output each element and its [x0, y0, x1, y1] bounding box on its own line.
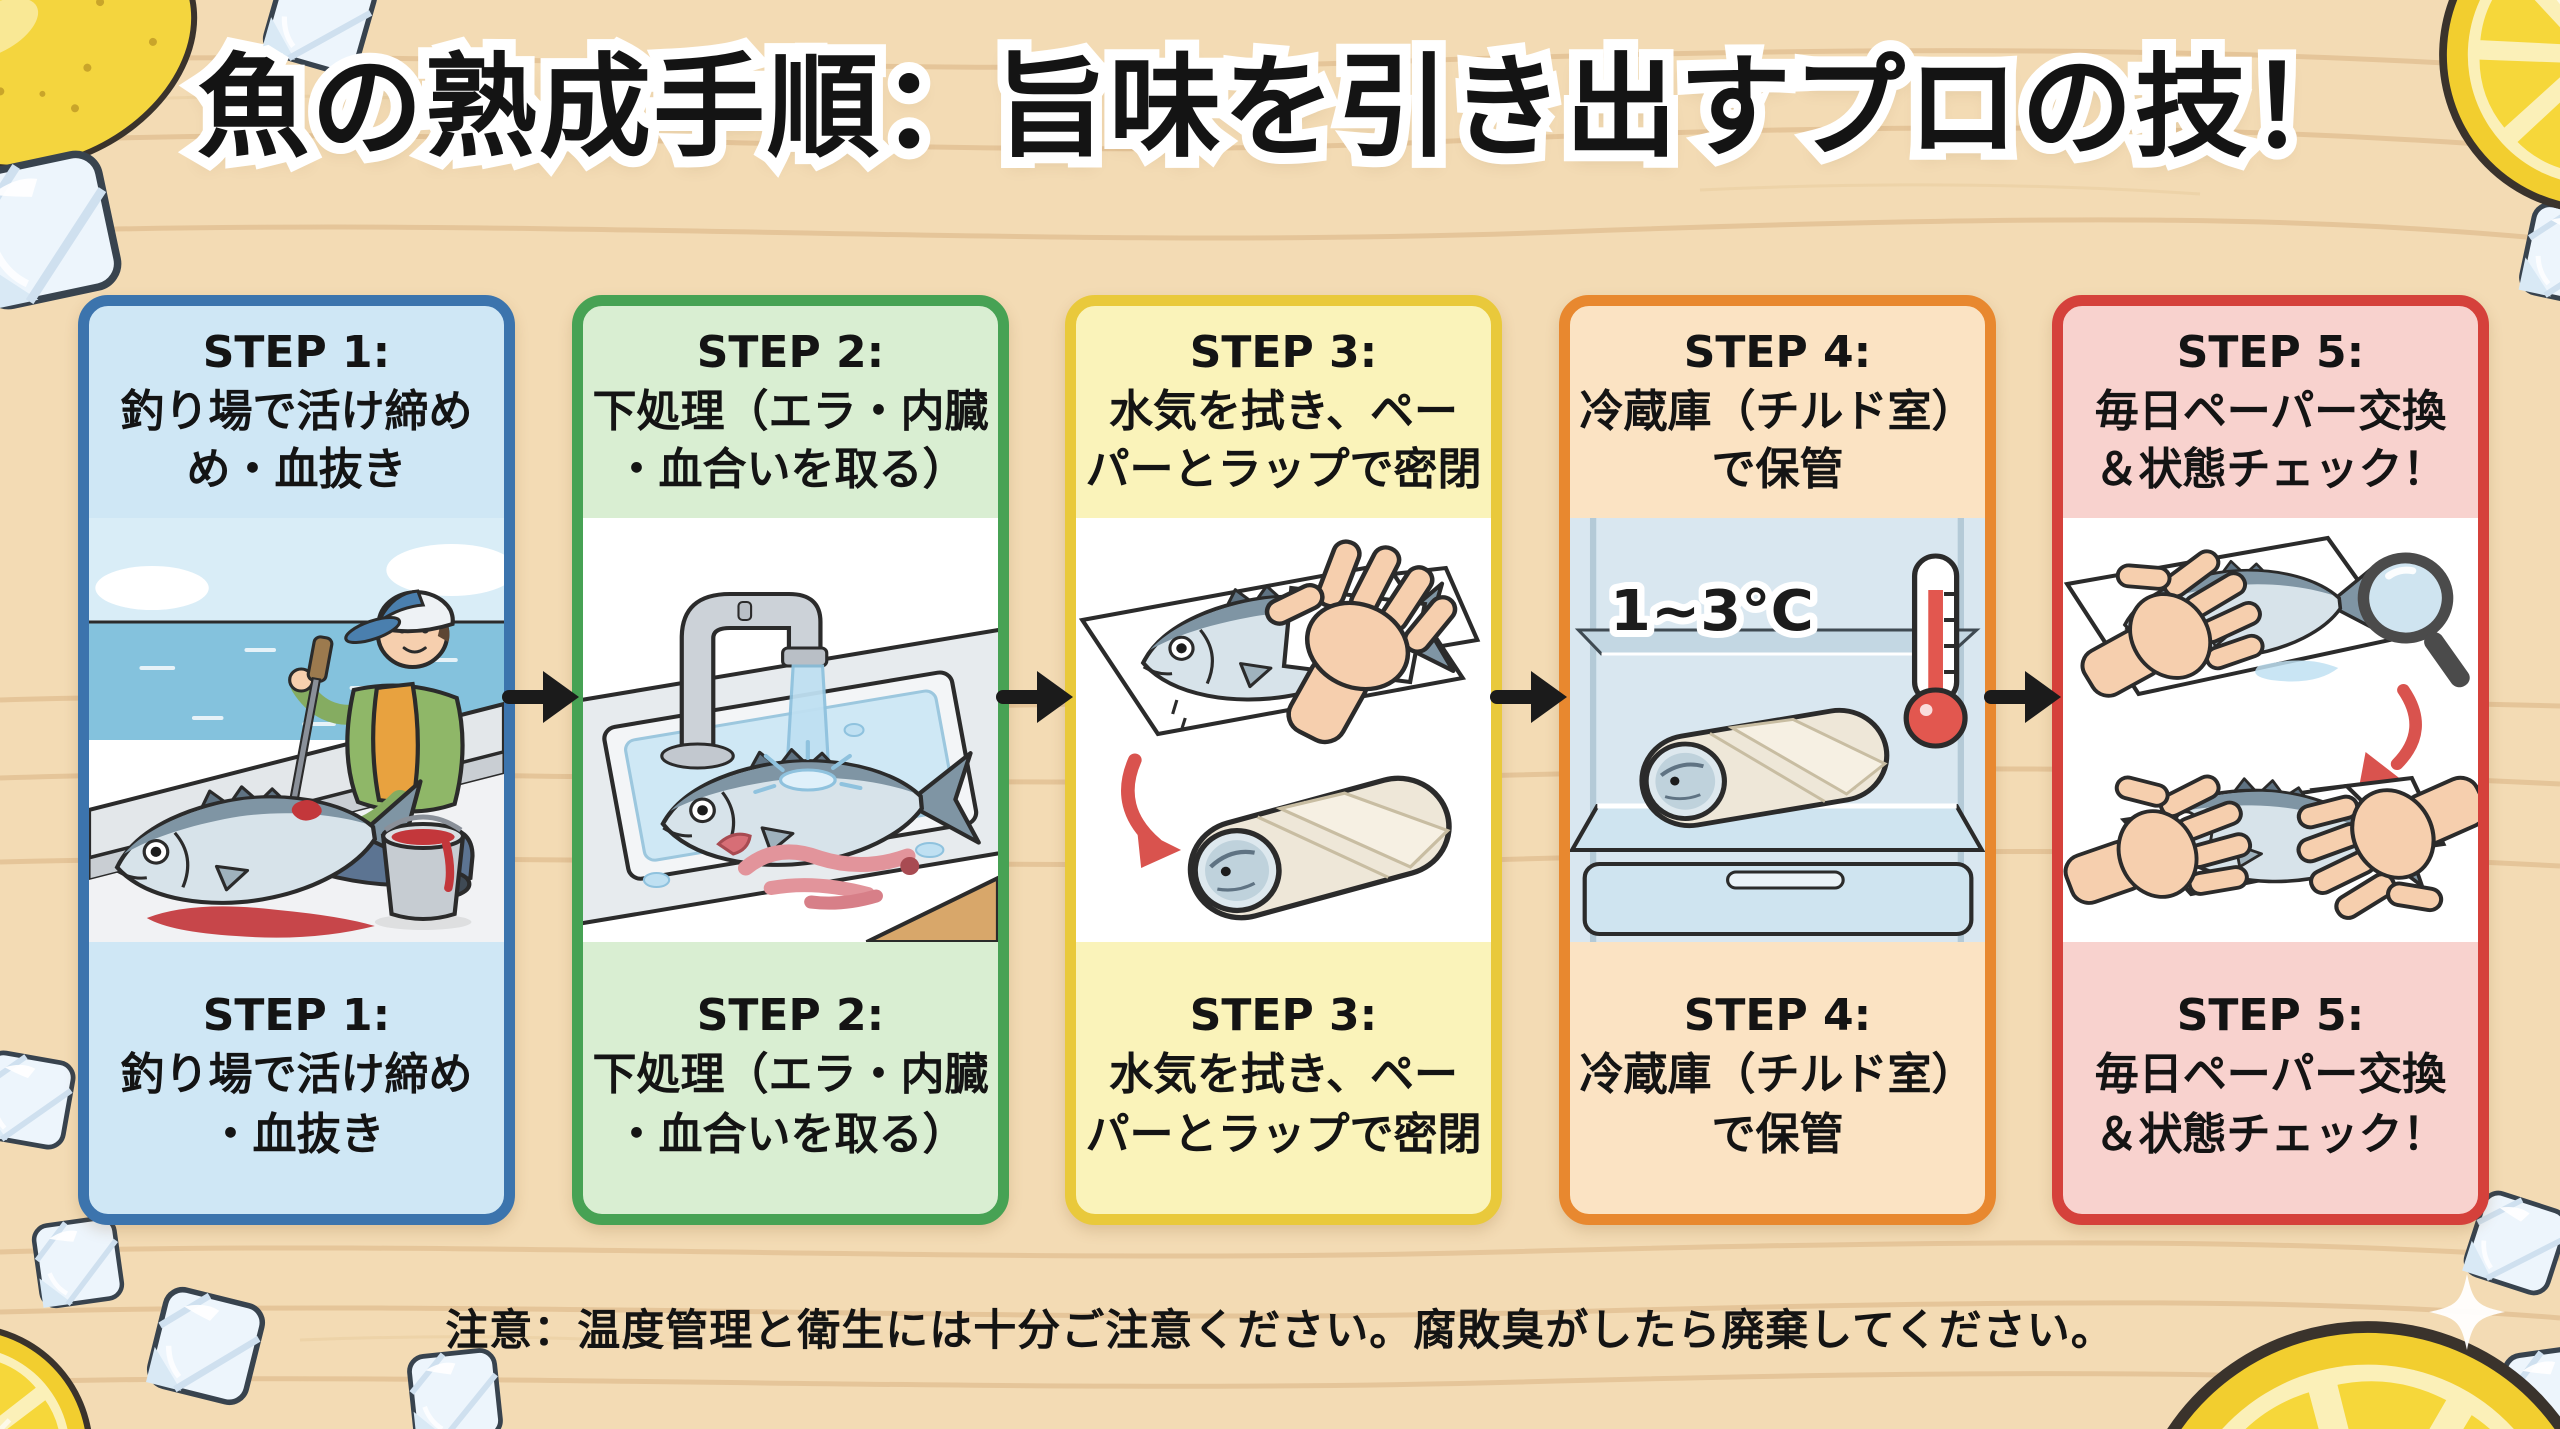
step3-header: STEP 3: 水気を拭き、ペー パーとラップで密閉 — [1085, 327, 1482, 496]
step3-card: STEP 3: 水気を拭き、ペー パーとラップで密閉 STEP 3: 水気を拭き… — [1065, 295, 1502, 1225]
step3-illustration — [1076, 518, 1491, 942]
wrapped-fish-roll — [1179, 767, 1461, 929]
chilled-drawer — [1582, 862, 1974, 936]
removed-guts — [716, 832, 920, 910]
left-hand — [2063, 740, 2270, 942]
step5-caption: STEP 5: 毎日ペーパー交換 ＆状態チェック！ — [2094, 989, 2447, 1160]
page-title-text: 魚の熟成手順：旨味を引き出すプロの技！ — [197, 43, 2363, 173]
step2-illustration — [583, 518, 998, 942]
magnifier-icon — [2357, 552, 2470, 688]
blood-puddle — [146, 906, 375, 938]
step5-illustration — [2063, 518, 2478, 942]
step4-illustration: 1~3°C — [1570, 518, 1985, 942]
step2-header: STEP 2: 下処理（エラ・内臓 ・血合いを取る） — [592, 327, 989, 496]
moisture-stain — [2255, 660, 2339, 682]
step1-header: STEP 1: 釣り場で活け締め め・血抜き — [120, 327, 473, 496]
flow-arrow-icon — [996, 671, 1073, 723]
step2-card: STEP 2: 下処理（エラ・内臓 ・血合いを取る） — [572, 295, 1009, 1225]
step2-caption: STEP 2: 下処理（エラ・内臓 ・血合いを取る） — [592, 989, 989, 1160]
step4-card: STEP 4: 冷蔵庫（チルド室） で保管 1~3° — [1559, 295, 1996, 1225]
flow-arrow-icon — [502, 671, 579, 723]
step1-illustration — [89, 518, 504, 942]
step5-header: STEP 5: 毎日ペーパー交換 ＆状態チェック！ — [2094, 327, 2447, 496]
step1-caption: STEP 1: 釣り場で活け締め ・血抜き — [120, 989, 473, 1160]
ice-cube-icon — [32, 1216, 123, 1307]
thermometer-icon — [1903, 553, 1968, 749]
water-splash — [753, 740, 863, 794]
blood-bucket — [374, 814, 472, 930]
flow-arrow-icon — [1490, 671, 1567, 723]
step3-illustration-svg — [1078, 518, 1481, 942]
blood-spot — [291, 800, 322, 821]
faucet — [660, 592, 829, 770]
page-title-outline: 魚の熟成手順：旨味を引き出すプロの技！ — [186, 32, 2372, 184]
step1-illustration-svg — [89, 518, 504, 942]
step4-header: STEP 4: 冷蔵庫（チルド室） で保管 — [1579, 327, 1976, 496]
page-title: 魚の熟成手順：旨味を引き出すプロの技！ 魚の熟成手順：旨味を引き出すプロの技！ — [0, 32, 2560, 228]
red-arrow-icon — [1121, 753, 1182, 868]
flow-arrow-icon — [1984, 671, 2061, 723]
ice-cube-icon — [0, 1050, 76, 1149]
step5-card: STEP 5: 毎日ペーパー交換 ＆状態チェック！ STEP 5: 毎日ペーパー… — [2052, 295, 2489, 1225]
step4-caption: STEP 4: 冷蔵庫（チルド室） で保管 — [1579, 989, 1976, 1160]
red-arrow-icon — [2359, 684, 2422, 786]
cabinet-wood — [865, 875, 998, 942]
temp-label: 1~3°C — [1610, 578, 1814, 643]
step1-card: STEP 1: 釣り場で活け締め め・血抜き — [78, 295, 515, 1225]
step5-illustration-svg — [2063, 518, 2478, 942]
step2-illustration-svg — [583, 592, 998, 942]
caution-note: 注意：温度管理と衛生には十分ご注意ください。腐敗臭がしたら廃棄してください。 — [445, 1306, 2115, 1356]
step4-illustration-svg: 1~3°C — [1570, 518, 1985, 942]
step3-caption: STEP 3: 水気を拭き、ペー パーとラップで密閉 — [1085, 989, 1482, 1160]
ice-cube-icon — [408, 1349, 502, 1429]
ikejime-spike — [283, 635, 334, 831]
